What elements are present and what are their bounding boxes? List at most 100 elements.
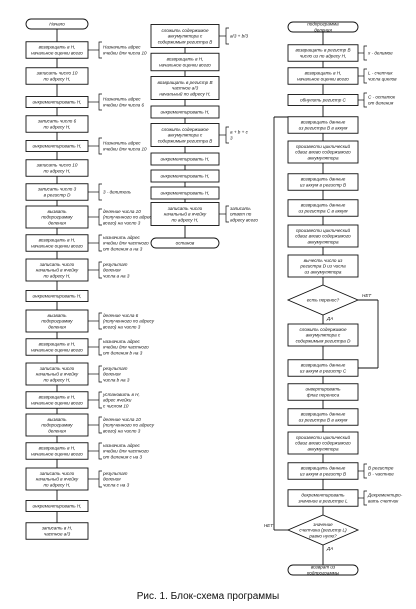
- col3-node-14-label: из регистра B в аккум: [299, 418, 349, 423]
- col1-note-8-text: от деления b на 3: [103, 350, 143, 355]
- branch-yes-label: ДА: [326, 546, 333, 551]
- col3-node-11-label: аккумулятора с: [306, 333, 341, 338]
- col1-node-5-label: инкрементировать H,: [33, 144, 82, 149]
- col1-node-8-label: деления: [48, 220, 66, 225]
- col1-node-6-box: [25, 159, 89, 177]
- col3-node-16-label: из аккум в регистр B: [300, 472, 346, 477]
- col2-node-3-box: [150, 105, 220, 119]
- col1-node-16-label: деления: [48, 428, 66, 433]
- col1-node-4-box: [25, 115, 89, 133]
- col1-node-12-label: подпрограмму: [41, 319, 73, 324]
- col1-note-8-text: назначить адрес: [103, 339, 140, 344]
- col1-note-0-text: ячейки для числа 10: [102, 50, 147, 56]
- col1-note-4-bracket: [98, 208, 102, 226]
- col1-node-12-label: вызвать: [47, 313, 67, 318]
- col2-node-1-label: начальное оценки всего: [159, 63, 211, 68]
- col1-node-13-label: возвращать в H,: [39, 342, 76, 347]
- col3-node-4-label: из регистра B в аккум: [299, 126, 349, 131]
- col3-note-1-text: числа циклов: [368, 77, 397, 82]
- col3-node-6-label: из аккум в регистр B: [300, 183, 346, 188]
- col1-node-14-label: начальный в ячейку: [36, 371, 79, 377]
- col3-note-4-bracket: [363, 490, 367, 506]
- col3-node-0-terminal: [287, 21, 359, 33]
- col3-node-2-box: [287, 67, 359, 85]
- col3-node-18-label: равно нулю?: [308, 533, 337, 538]
- col1-note-6-text: числа a на 3: [103, 273, 130, 278]
- col1-node-17-label: возвращать в H,: [39, 446, 76, 451]
- col2-node-8-box: [150, 202, 220, 226]
- flowchart-connectors: [29, 29, 379, 565]
- col3-node-13-box: [287, 383, 359, 401]
- col2-note-2-text: записать: [229, 206, 251, 211]
- col1-node-18-box: [25, 467, 89, 491]
- col1-node-18-label: записать число: [39, 471, 75, 476]
- col3-node-11-label: сложить содержимое: [300, 327, 347, 332]
- col3-node-14-label: возвращать данные: [301, 412, 346, 417]
- col3-node-13-label: флаг переноса: [307, 393, 340, 398]
- col3-node-6-label: возвращать данные: [301, 177, 346, 182]
- col3-node-3-box: [287, 94, 359, 106]
- col2-note-2-text: адресу всего: [230, 217, 258, 222]
- col2-note-1-text: 3: [230, 136, 233, 141]
- col3-node-17-label: значение в регистре L: [297, 499, 348, 504]
- col1-node-9-label: начальное оценки всего: [31, 244, 83, 249]
- col3-node-15-box: [287, 431, 359, 455]
- col1-node-1-box: [25, 41, 89, 59]
- col1-note-10-text: установить в H,: [102, 392, 140, 397]
- col1-node-8-box: [25, 205, 89, 229]
- col1-note-2-text: ячейки для числа 10: [102, 146, 147, 152]
- col2-node-4-box: [150, 123, 220, 147]
- col1-node-3-label: инкрементировать H,: [33, 100, 82, 105]
- col1-node-0-terminal: [25, 18, 89, 30]
- col1-note-1-text: ячейки для числа 6: [102, 102, 144, 108]
- col1-node-18-label: по адресу H,: [44, 482, 71, 487]
- col1-node-16-label: вызвать: [47, 417, 67, 422]
- col3-node-8-box: [287, 224, 359, 248]
- col3-node-7-label: возвращать данные: [301, 203, 346, 208]
- col2-node-5-box: [150, 152, 220, 166]
- col2-node-8-label: по адресу H,: [172, 217, 199, 222]
- col3-node-6-box: [287, 173, 359, 191]
- col3-node-7-label: из регистра C в аккум: [299, 209, 349, 214]
- col3-node-17-label: декрементировать: [301, 493, 345, 498]
- col2-node-0-label: аккумулятора с: [168, 34, 203, 39]
- col1-node-8-label: подпрограмму: [41, 215, 73, 220]
- col1-node-5-box: [25, 140, 89, 152]
- col1-node-15-box: [25, 391, 89, 409]
- col2-node-2-box: [150, 76, 220, 100]
- col3-node-12-label: возвращать данные: [301, 363, 346, 368]
- col1-note-10-text: адрес ячейки: [103, 397, 132, 403]
- col1-note-12-text: ячейки для частного: [102, 448, 149, 454]
- col3-node-9-label: из аккумулятора: [305, 269, 342, 274]
- col2-node-0-label: содержимым регистра B: [158, 39, 213, 44]
- col1-node-10-label: записать число: [39, 262, 75, 267]
- col2-node-2-label: начальный по адресу H,: [159, 90, 210, 96]
- col3-node-15-label: аккумулятора: [307, 446, 338, 451]
- col3-node-14-box: [287, 408, 359, 426]
- col3-node-13-label: инвертировать: [305, 387, 341, 392]
- col2-node-3-label: инкрементировать H,: [161, 110, 210, 115]
- col2-note-0-text: a/3 + b/3: [230, 34, 248, 39]
- col3-node-10-label: есть перенос?: [307, 298, 340, 303]
- col2-node-9-terminal: [150, 237, 220, 249]
- col1-note-7-text: всего) на число 3: [103, 324, 141, 329]
- col2-note-2-bracket: [225, 205, 229, 223]
- col2-node-6-label: инкрементировать H,: [161, 174, 210, 179]
- col1-node-14-label: записать число: [39, 366, 75, 371]
- col1-note-7-text: деление числа 6: [103, 313, 139, 318]
- col1-node-2-box: [25, 67, 89, 85]
- col3-node-9-label: регистра D из числа: [299, 264, 346, 269]
- col3-node-7-box: [287, 199, 359, 217]
- col3-node-1-label: число из по адресу H,: [300, 54, 347, 59]
- col3-note-4-text: вать счетчик: [368, 499, 399, 504]
- col1-node-0-label: Начало: [49, 22, 65, 27]
- col1-note-10-text: с числом 10: [103, 403, 129, 408]
- col3-node-12-label: из аккум в регистр C: [300, 369, 347, 374]
- col1-node-2-label: записать число 10: [36, 71, 78, 76]
- col3-note-3-bracket: [363, 463, 367, 479]
- col1-node-12-label: деления: [48, 324, 66, 329]
- col3-note-3-text: В регистре: [368, 466, 394, 471]
- col1-node-4-label: по адресу H,: [44, 125, 71, 130]
- col2-node-0-label: сложить содержимое: [162, 28, 209, 33]
- col2-node-1-box: [150, 52, 220, 72]
